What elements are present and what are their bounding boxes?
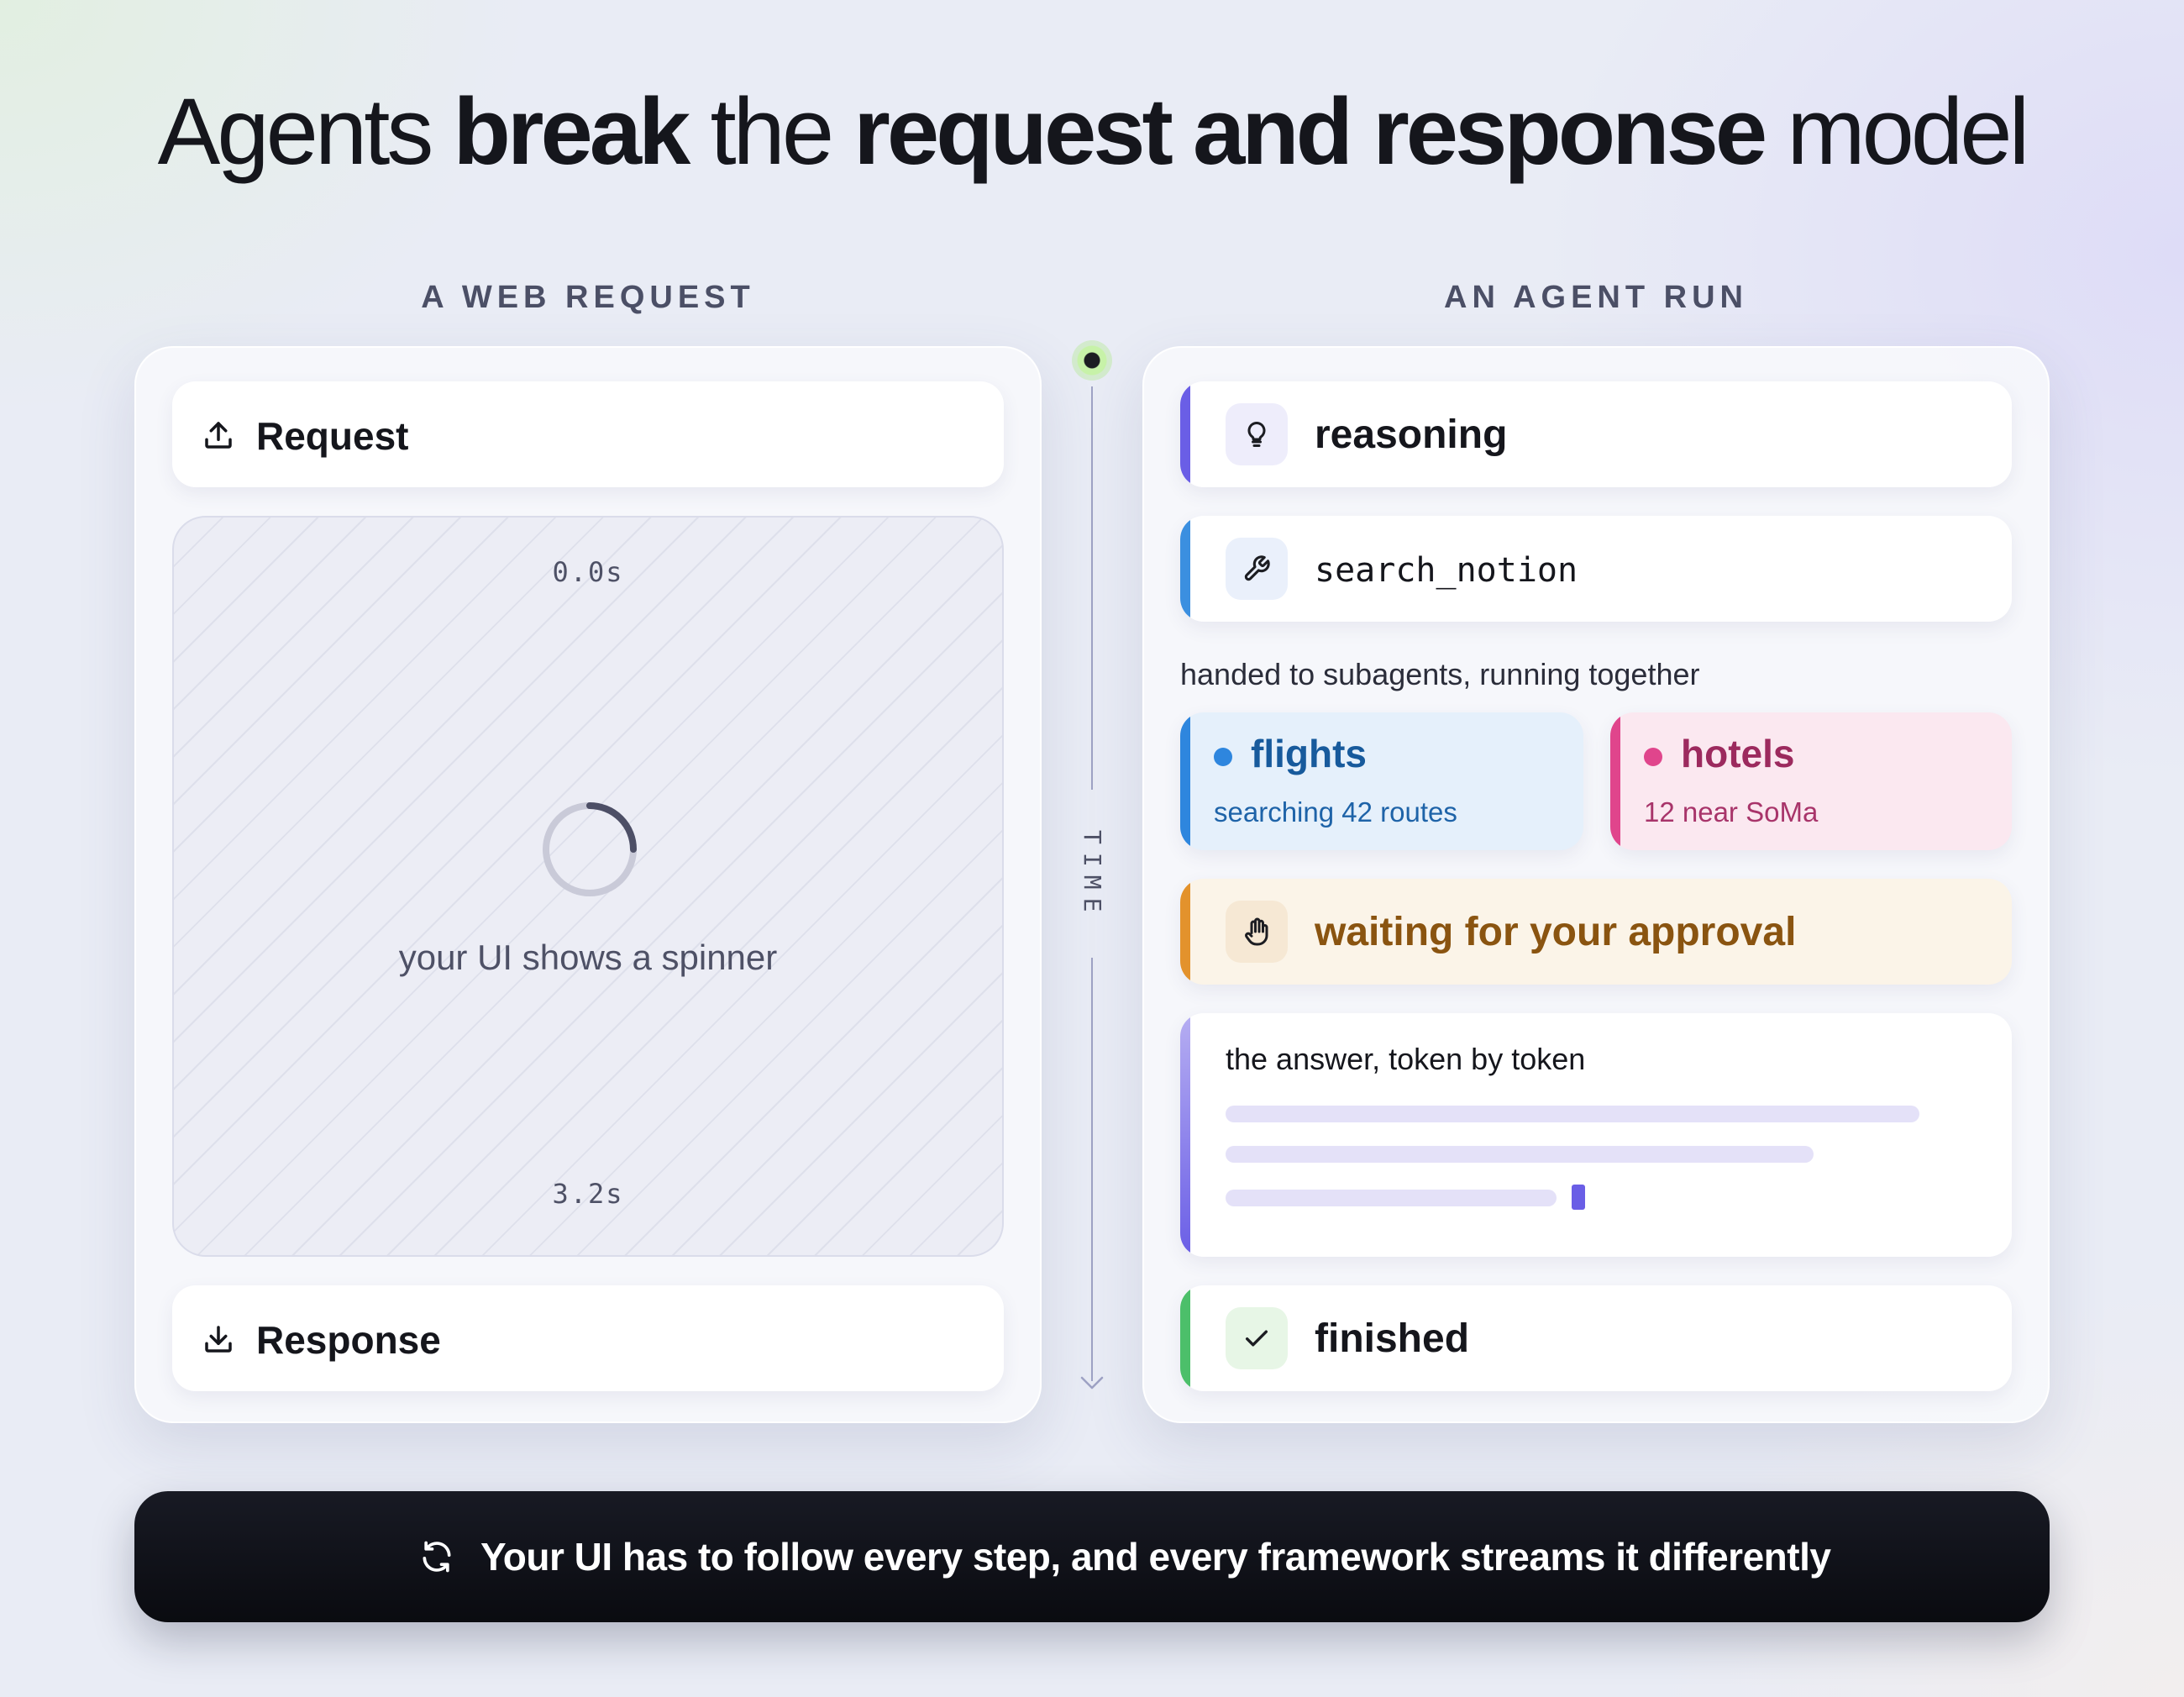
- answer-label: the answer, token by token: [1226, 1042, 1586, 1076]
- flights-stripe: [1180, 712, 1190, 850]
- spinner-caption: your UI shows a spinner: [398, 938, 778, 977]
- finished-step: finished: [1180, 1285, 2012, 1391]
- subagents-note: handed to subagents, running together: [1180, 657, 1700, 691]
- reasoning-stripe: [1180, 381, 1190, 487]
- hand-icon: [1245, 917, 1268, 946]
- hotels-title: hotels: [1681, 732, 1795, 775]
- hotels-stripe: [1610, 712, 1620, 850]
- request-label: Request: [256, 414, 409, 458]
- timeline-start-dot: [1072, 340, 1112, 381]
- response-label: Response: [256, 1318, 441, 1362]
- answer-token-line-2: [1226, 1146, 1814, 1163]
- timeline-line-bottom: [1091, 958, 1093, 1381]
- title-part-request-response: request and response: [853, 79, 1767, 184]
- page-title: Agents break the request and response mo…: [0, 77, 2184, 187]
- web-request-heading: A WEB REQUEST: [421, 280, 755, 315]
- summary-banner: Your UI has to follow every step, and ev…: [134, 1491, 2050, 1622]
- download-icon: [205, 1326, 232, 1353]
- hotels-status-dot: [1644, 748, 1662, 766]
- end-time: 3.2s: [552, 1178, 624, 1210]
- timeline-arrow-icon: [1080, 1376, 1104, 1390]
- approval-label: waiting for your approval: [1315, 910, 1797, 954]
- title-part-model: model: [1787, 79, 2029, 184]
- timeline-label: TIME: [1079, 830, 1106, 921]
- spinner-icon: [543, 802, 637, 896]
- agent-run-heading: AN AGENT RUN: [1444, 280, 1748, 315]
- finished-stripe: [1180, 1285, 1190, 1391]
- reasoning-label: reasoning: [1315, 412, 1508, 457]
- waiting-zone: 0.0s your UI shows a spinner 3.2s: [172, 516, 1004, 1257]
- web-request-panel: Request 0.0s your UI shows a spinner 3.2…: [134, 346, 1042, 1423]
- streaming-cursor: [1572, 1185, 1585, 1210]
- upload-icon: [205, 422, 232, 449]
- flights-subagent: flights searching 42 routes: [1180, 712, 1583, 850]
- tool-call-label: search_notion: [1315, 551, 1578, 590]
- finished-label: finished: [1315, 1316, 1470, 1361]
- answer-token-line-1: [1226, 1106, 1919, 1122]
- agent-run-panel: reasoning search_notion handed to subage…: [1142, 346, 2050, 1423]
- timeline-line-top: [1091, 386, 1093, 790]
- title-part-agents: Agents: [157, 79, 434, 184]
- tool-call-stripe: [1180, 516, 1190, 622]
- start-time: 0.0s: [552, 556, 624, 588]
- banner-text: Your UI has to follow every step, and ev…: [480, 1535, 1831, 1579]
- reasoning-step: reasoning: [1180, 381, 2012, 487]
- answer-stripe: [1180, 1013, 1190, 1257]
- reasoning-icon-box: [1226, 403, 1288, 465]
- check-icon: [1245, 1330, 1268, 1347]
- lightbulb-icon: [1247, 422, 1266, 447]
- request-card: Request: [172, 381, 1004, 487]
- tool-call-icon-box: [1226, 538, 1288, 600]
- wrench-icon: [1244, 555, 1270, 581]
- flights-status-dot: [1214, 748, 1232, 766]
- title-part-break: break: [453, 79, 690, 184]
- approval-step: waiting for your approval: [1180, 879, 2012, 985]
- response-card: Response: [172, 1285, 1004, 1391]
- finished-icon-box: [1226, 1307, 1288, 1369]
- answer-step: the answer, token by token: [1180, 1013, 2012, 1257]
- flights-title: flights: [1251, 732, 1367, 775]
- refresh-icon: [423, 1541, 451, 1573]
- flights-detail: searching 42 routes: [1214, 796, 1457, 827]
- approval-icon-box: [1226, 901, 1288, 963]
- title-part-the: the: [710, 79, 834, 184]
- tool-call-step: search_notion: [1180, 516, 2012, 622]
- answer-token-line-3: [1226, 1190, 1557, 1206]
- hotels-detail: 12 near SoMa: [1644, 796, 1819, 827]
- hotels-subagent: hotels 12 near SoMa: [1610, 712, 2012, 850]
- approval-stripe: [1180, 879, 1190, 985]
